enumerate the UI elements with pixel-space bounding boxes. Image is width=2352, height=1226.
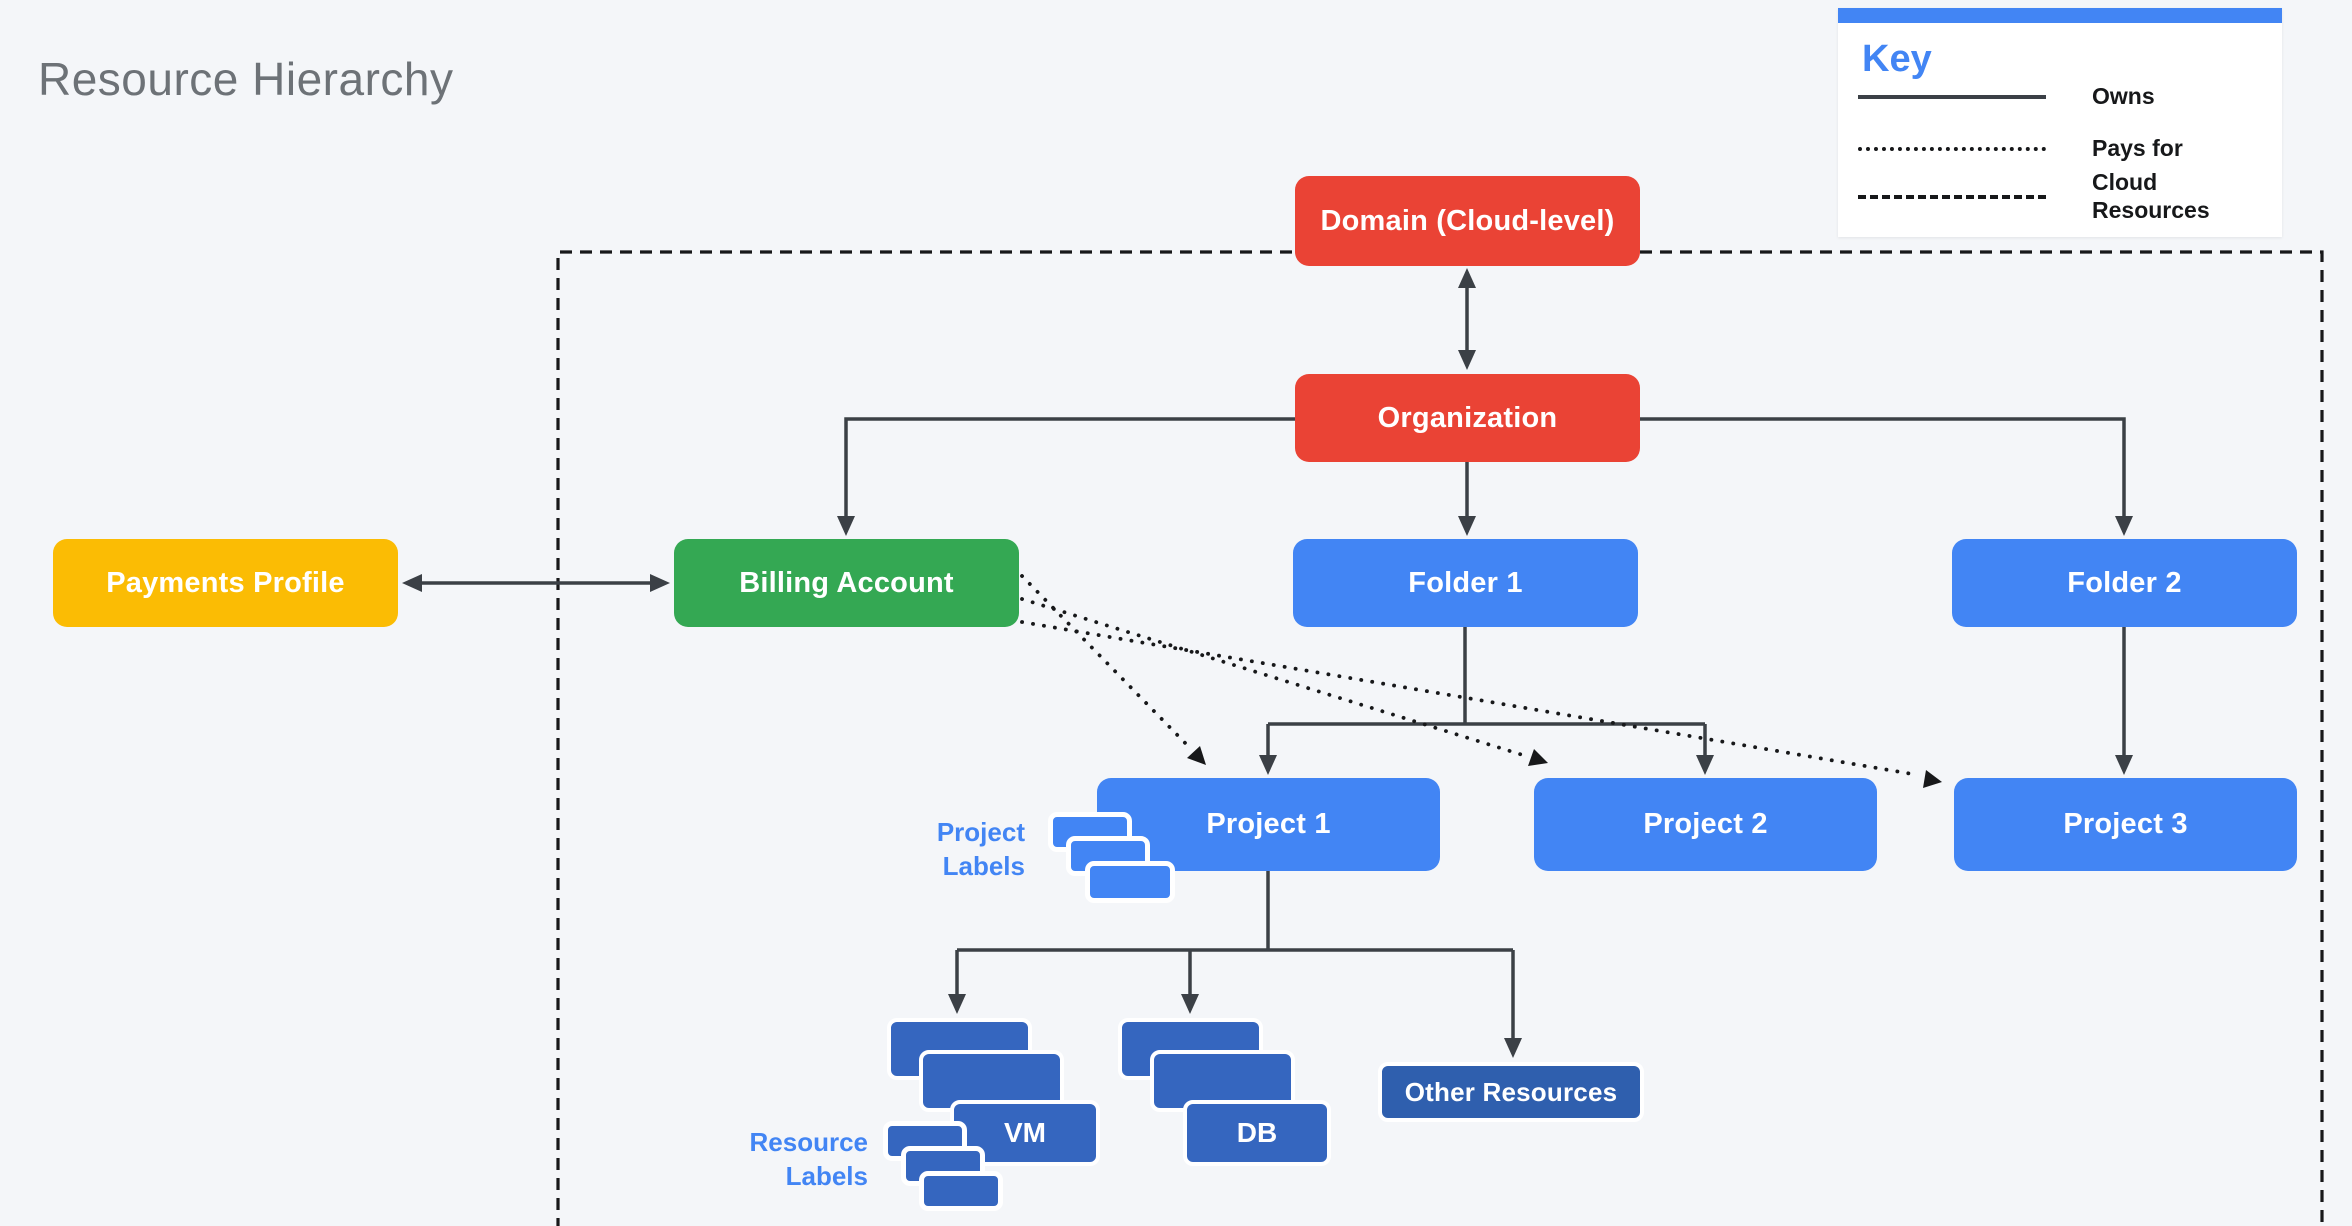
legend-label-pays-for: Pays for	[2092, 135, 2183, 161]
page-title: Resource Hierarchy	[38, 53, 454, 105]
node-domain: Domain (Cloud-level)	[1295, 176, 1640, 266]
project-labels-annotation: Project Labels	[936, 817, 1025, 881]
resource-labels-tag-front-icon	[919, 1171, 1003, 1211]
node-folder-2: Folder 2	[1952, 539, 2297, 627]
node-organization: Organization	[1295, 374, 1640, 462]
node-other-resources: Other Resources	[1378, 1062, 1644, 1122]
legend-label-cloud-resources: Cloud Resources	[2092, 169, 2210, 224]
legend-label-owns: Owns	[2092, 83, 2155, 109]
node-db: DB	[1183, 1100, 1331, 1166]
legend-title: Key	[1862, 38, 1932, 80]
solid-line-sample	[1858, 95, 2046, 99]
node-payments-profile: Payments Profile	[53, 539, 398, 627]
node-project-3: Project 3	[1954, 778, 2297, 871]
legend-key-box: Key Owns Pays for Cloud Resources	[1838, 8, 2282, 237]
node-folder-1: Folder 1	[1293, 539, 1638, 627]
node-project-2: Project 2	[1534, 778, 1877, 871]
solid-arrowheads	[402, 268, 2133, 1058]
legend-top-bar	[1838, 8, 2282, 23]
node-billing-account: Billing Account	[674, 539, 1019, 627]
dotted-line-sample	[1858, 147, 2046, 151]
owns-connectors	[420, 286, 2126, 1040]
dashed-line-sample	[1858, 195, 2046, 199]
project-labels-tag-front-icon	[1085, 861, 1175, 903]
resource-labels-annotation: Resource Labels	[749, 1127, 869, 1191]
